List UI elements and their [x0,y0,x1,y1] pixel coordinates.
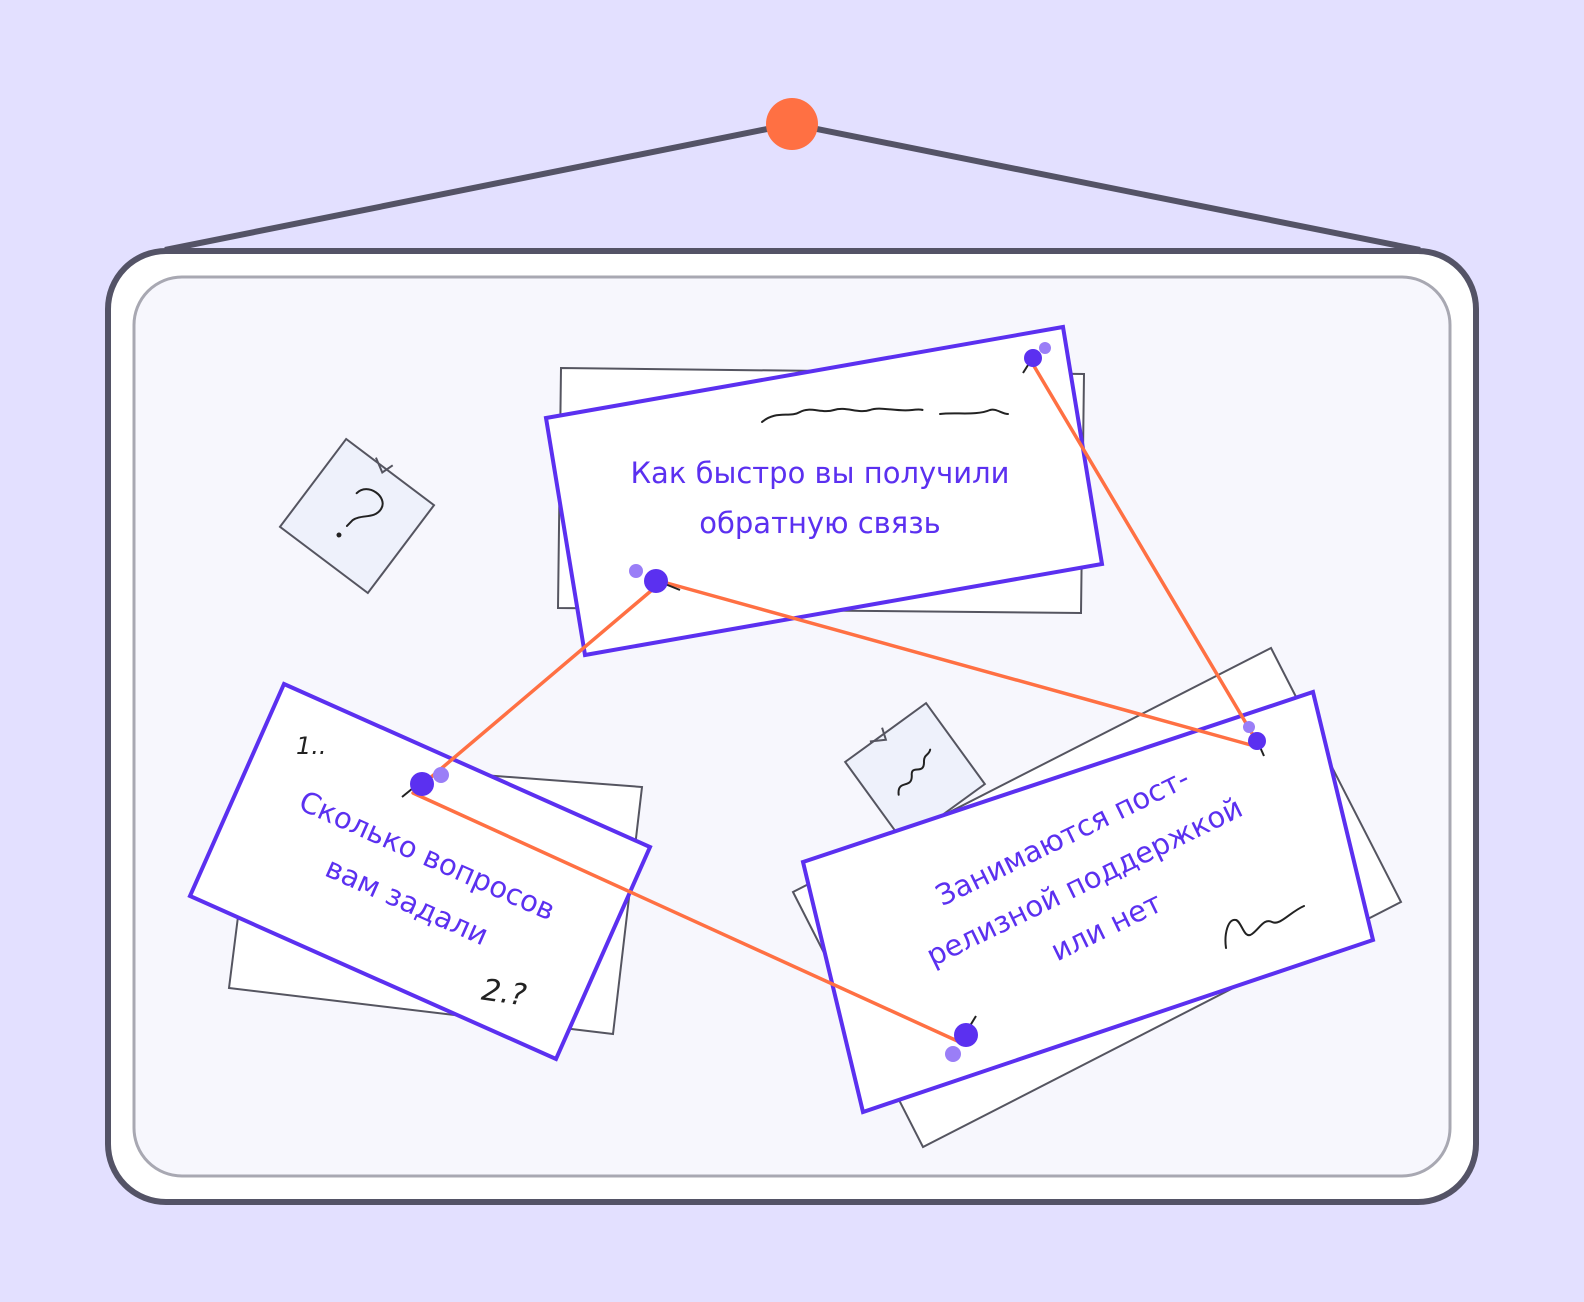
string-feedback-to-support [654,578,1260,749]
hanging-pin-icon [766,98,818,150]
push-pin-icon [954,1023,978,1047]
pin-support-bottom-head [945,1046,961,1062]
feedback-card-scribble-left [761,407,924,423]
pin-questions [401,767,449,798]
feedback-card-line-1: Как быстро вы получили [630,456,1009,490]
pin-support-top-head [1243,721,1255,733]
feedback-card-group: Как быстро вы получили обратную связь [543,324,1105,658]
questions-card-note-top: 1.. [296,732,327,760]
support-card[interactable] [800,689,1376,1115]
push-pin-icon [1024,349,1042,367]
scribble-note-paper [845,703,985,843]
question-note-fold [375,457,394,474]
scribble-icon [897,748,932,796]
questions-card[interactable] [187,681,653,1062]
string-questions-to-support [411,791,966,1046]
questions-card-group: Сколько вопросов вам задали 1.. 2.? [187,681,653,1062]
push-pin-icon [644,569,668,593]
feedback-card[interactable] [543,324,1105,658]
string-feedback-top-to-support [1029,359,1258,742]
question-mark-icon [336,488,384,538]
pin-questions-head [433,767,449,783]
support-card-group: Занимаются пост- релизной поддержкой или… [791,646,1403,1149]
pin-feedback-bottom-head [629,564,643,578]
pin-support-bottom [945,1015,978,1062]
push-pin-icon [1248,732,1266,750]
scribble-note-fold [869,727,888,743]
pin-feedback-top [1022,342,1051,374]
question-note [278,437,436,595]
question-note-paper [279,438,435,594]
question-note-outline [278,437,436,595]
connecting-strings [411,359,1260,1046]
feedback-card-scribble-right [939,408,1009,415]
support-card-scribble [1224,905,1305,949]
pin-support-top [1243,721,1266,757]
pin-feedback-top-head [1039,342,1051,354]
pin-feedback-bottom [629,564,681,593]
string-feedback-to-questions [421,588,654,786]
questions-card-note-bottom: 2.? [479,973,528,1014]
push-pin-icon [410,772,434,796]
board-inner-border [132,275,1452,1178]
feedback-card-line-2: обратную связь [699,506,940,540]
